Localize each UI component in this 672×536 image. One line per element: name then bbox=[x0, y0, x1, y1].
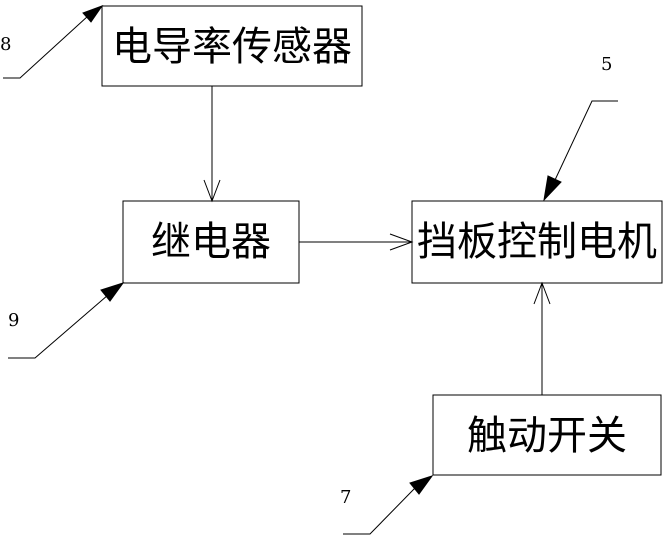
reference-numeral-9: 9 bbox=[8, 310, 19, 331]
leader-9: 9 bbox=[8, 282, 125, 359]
leader-5: 5 bbox=[543, 54, 618, 202]
conductivity-sensor-box-frame bbox=[101, 5, 363, 87]
conductivity-sensor-box: 电导率传感器 bbox=[101, 5, 363, 87]
reference-numeral-8: 8 bbox=[0, 34, 11, 55]
baffle-motor-label: 挡板控制电机 bbox=[417, 219, 657, 265]
relay-label: 继电器 bbox=[151, 219, 271, 265]
leader-8: 8 bbox=[0, 4, 104, 79]
relay-box-frame bbox=[122, 200, 300, 284]
touch-switch-box: 触动开关 bbox=[432, 394, 662, 476]
leader-7: 7 bbox=[340, 475, 434, 535]
switch-to-motor-arrow bbox=[533, 281, 551, 395]
relay-box: 继电器 bbox=[122, 200, 300, 284]
relay-to-motor-arrow bbox=[299, 233, 414, 251]
touch-switch-label: 触动开关 bbox=[467, 413, 627, 459]
baffle-motor-box: 挡板控制电机 bbox=[411, 200, 663, 284]
touch-switch-box-frame bbox=[432, 394, 662, 476]
conductivity-sensor-label: 电导率传感器 bbox=[112, 24, 352, 70]
sensor-to-relay-arrow bbox=[203, 86, 221, 203]
reference-numeral-5: 5 bbox=[601, 54, 612, 75]
baffle-motor-box-frame bbox=[411, 200, 663, 284]
reference-numeral-7: 7 bbox=[340, 487, 351, 508]
